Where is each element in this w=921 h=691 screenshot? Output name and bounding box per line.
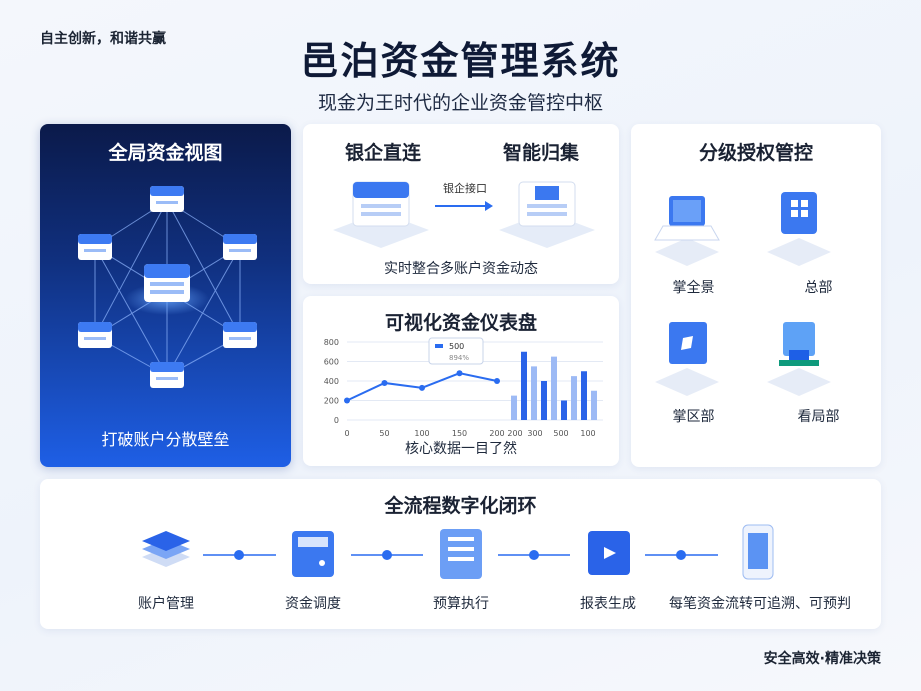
bar [521,351,527,420]
terminal-icon [767,322,831,396]
bar [581,371,587,420]
line-point [344,397,350,404]
y-tick-label: 800 [324,338,339,347]
bank-link-title: 银企直连 [344,142,421,164]
y-tick-label: 200 [324,397,339,406]
workflow-step-trace: 每笔资金流转可追溯、可预判 [669,596,851,612]
bank-link-diagram [333,181,595,248]
server-icon [292,531,334,577]
bank-interface-label: 银企接口 [443,182,487,195]
workflow-step-budget: 预算执行 [433,596,489,612]
node-icon [78,234,112,260]
workflow-card: 全流程数字化闭环 [40,479,881,629]
tooltip-value: 500 [449,342,464,351]
dashboard-chart: 800 600 400 200 00 50 100 150 200 500 894% 200 300 50… [324,337,603,438]
network-graph [78,186,257,388]
bar-x-tick-label: 100 [580,429,595,438]
bar-x-tick-label: 300 [527,429,542,438]
node-icon [223,234,257,260]
hq-device-icon [767,192,831,266]
tooltip-swatch [435,344,443,348]
y-tick-label: 0 [334,416,339,425]
bottom-slogan: 安全高效·精准决策 [763,651,881,667]
bar [561,400,567,420]
node-icon [78,322,112,348]
page-title: 邑泊资金管理系统 [300,39,621,83]
node-icon [150,186,184,212]
bank-server-icon [333,181,429,248]
bar [531,366,537,420]
x-tick-label: 0 [344,429,349,438]
authorization-card: 分级授权管控 掌全景 总部 掌区部 看局部 [631,124,881,467]
top-slogan: 自主创新，和谐共赢 [40,31,166,47]
global-view-card: 全局资金视图 [40,124,291,467]
node-icon [150,362,184,388]
smart-collect-title: 智能归集 [502,142,579,164]
line-point [381,379,388,386]
auth-item-local: 看局部 [797,409,840,425]
auth-item-panorama: 掌全景 [672,280,715,296]
line-point [456,370,463,377]
report-cube-icon [588,531,630,575]
bar-x-tick-label: 500 [553,429,568,438]
auth-item-region: 掌区部 [672,409,715,425]
bar [571,376,577,420]
bar [591,390,597,420]
global-view-caption: 打破账户分散壁垒 [101,430,230,449]
phone-icon [742,524,774,580]
page-subtitle: 现金为王时代的企业资金管控中枢 [317,92,603,114]
workflow-step-account: 账户管理 [138,596,194,612]
workflow-title: 全流程数字化闭环 [384,495,537,517]
collect-server-icon [499,181,595,248]
auth-item-hq: 总部 [804,280,833,296]
workflow-step-report: 报表生成 [580,596,636,612]
x-tick-label: 200 [489,429,504,438]
authorization-title: 分级授权管控 [698,142,813,164]
authorization-icons [654,192,831,396]
bar [551,356,557,420]
laptop-icon [654,196,720,266]
x-tick-label: 100 [414,429,429,438]
bank-link-card: 银企直连 智能归集 银企接口 实时整合多账户资金动态 [303,124,619,284]
document-icon [440,529,482,579]
y-tick-label: 400 [324,377,339,386]
x-tick-label: 50 [379,429,389,438]
bar [541,381,547,420]
bar [511,395,517,420]
bar-x-tick-label: 200 [507,429,522,438]
workflow-diagram [142,524,774,580]
line-point [494,378,500,384]
global-view-title: 全局资金视图 [108,142,223,164]
workflow-step-dispatch: 资金调度 [285,596,341,612]
bank-link-caption: 实时整合多账户资金动态 [384,261,538,277]
tooltip-value2: 894% [449,354,469,362]
y-tick-label: 600 [324,358,339,367]
center-node-icon [125,264,209,315]
region-cube-icon [655,322,719,396]
dashboard-caption: 核心数据一目了然 [405,441,517,457]
layers-icon [142,531,190,567]
dashboard-title: 可视化资金仪表盘 [384,312,537,334]
node-icon [223,322,257,348]
x-tick-label: 150 [452,429,467,438]
line-point [419,384,425,391]
